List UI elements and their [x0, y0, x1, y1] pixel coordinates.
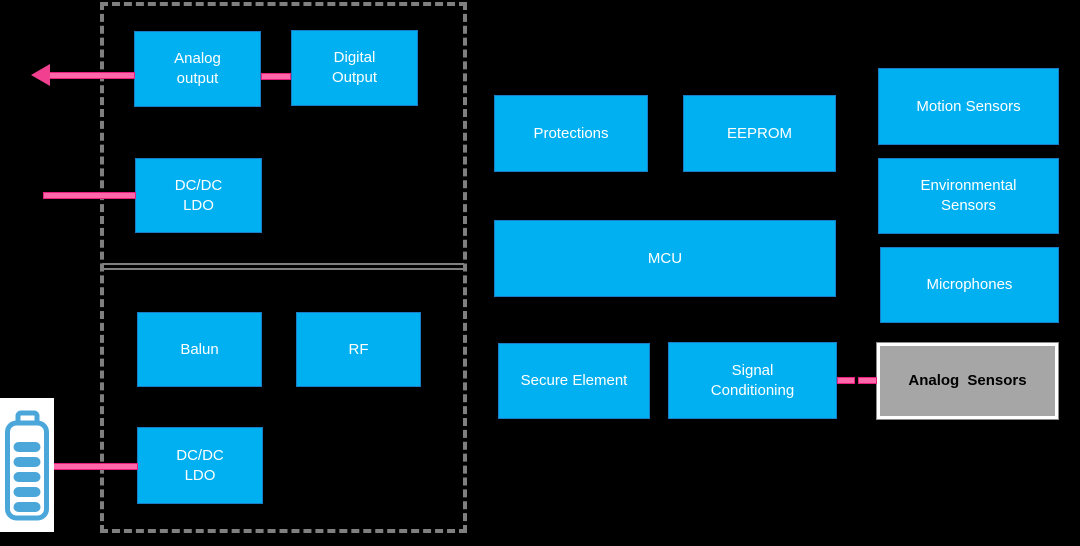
block-signal-conditioning: Signal Conditioning: [668, 342, 837, 419]
block-environmental-sensors: Environmental Sensors: [878, 158, 1059, 234]
battery-icon: [5, 410, 49, 521]
block-label: DC/DC: [174, 176, 223, 194]
block-label: DC/DC: [176, 446, 224, 464]
block-analog-output: Analog output: [134, 31, 261, 107]
block-analog-sensors: Analog Sensors: [877, 343, 1058, 419]
block-motion-sensors: Motion Sensors: [878, 68, 1059, 145]
block-label: Signal: [731, 361, 774, 379]
block-dcdc-ldo-top: DC/DC LDO: [135, 158, 262, 233]
module-frame: [100, 2, 467, 533]
block-secure-element: Secure Element: [498, 343, 650, 419]
block-label: Secure Element: [520, 372, 628, 390]
block-label: EEPROM: [726, 124, 792, 142]
connector-analog-output-to-external: [48, 72, 135, 79]
block-label: RF: [348, 340, 369, 358]
block-label: Motion Sensors: [916, 97, 1021, 115]
block-label: Analog Sensors: [908, 372, 1027, 390]
block-label: LDO: [183, 196, 214, 214]
block-microphones: Microphones: [880, 247, 1059, 323]
block-mcu: MCU: [494, 220, 836, 297]
block-label: Environmental: [920, 177, 1017, 195]
block-rf: RF: [296, 312, 421, 387]
block-label: MCU: [647, 249, 683, 267]
block-label: Output: [331, 69, 378, 86]
arrow-left-icon: [31, 64, 50, 86]
block-label: LDO: [184, 466, 216, 484]
battery-card: [0, 398, 54, 532]
connector-digital-output-to-analog-output: [261, 73, 291, 80]
block-eeprom: EEPROM: [683, 95, 836, 172]
block-label: Digital: [333, 49, 376, 67]
module-section-divider: [102, 263, 464, 270]
block-label: Balun: [180, 340, 219, 358]
connector-battery-to-dcdc-ldo-bottom: [47, 463, 138, 470]
block-balun: Balun: [137, 312, 262, 387]
connector-signal-conditioning-to-analog-sensors: [858, 377, 877, 384]
block-label: Analog: [174, 50, 221, 68]
connector-signal-conditioning-to-analog-sensors: [837, 377, 855, 384]
block-label: Sensors: [940, 197, 997, 214]
block-label: Conditioning: [710, 381, 795, 399]
block-protections: Protections: [494, 95, 648, 172]
connector-external-to-dcdc-ldo-top: [43, 192, 136, 199]
block-label: Microphones: [926, 276, 1013, 294]
block-dcdc-ldo-bottom: DC/DC LDO: [137, 427, 263, 504]
block-label: output: [176, 70, 219, 87]
block-label: Protections: [533, 124, 609, 142]
block-digital-output: Digital Output: [291, 30, 418, 106]
